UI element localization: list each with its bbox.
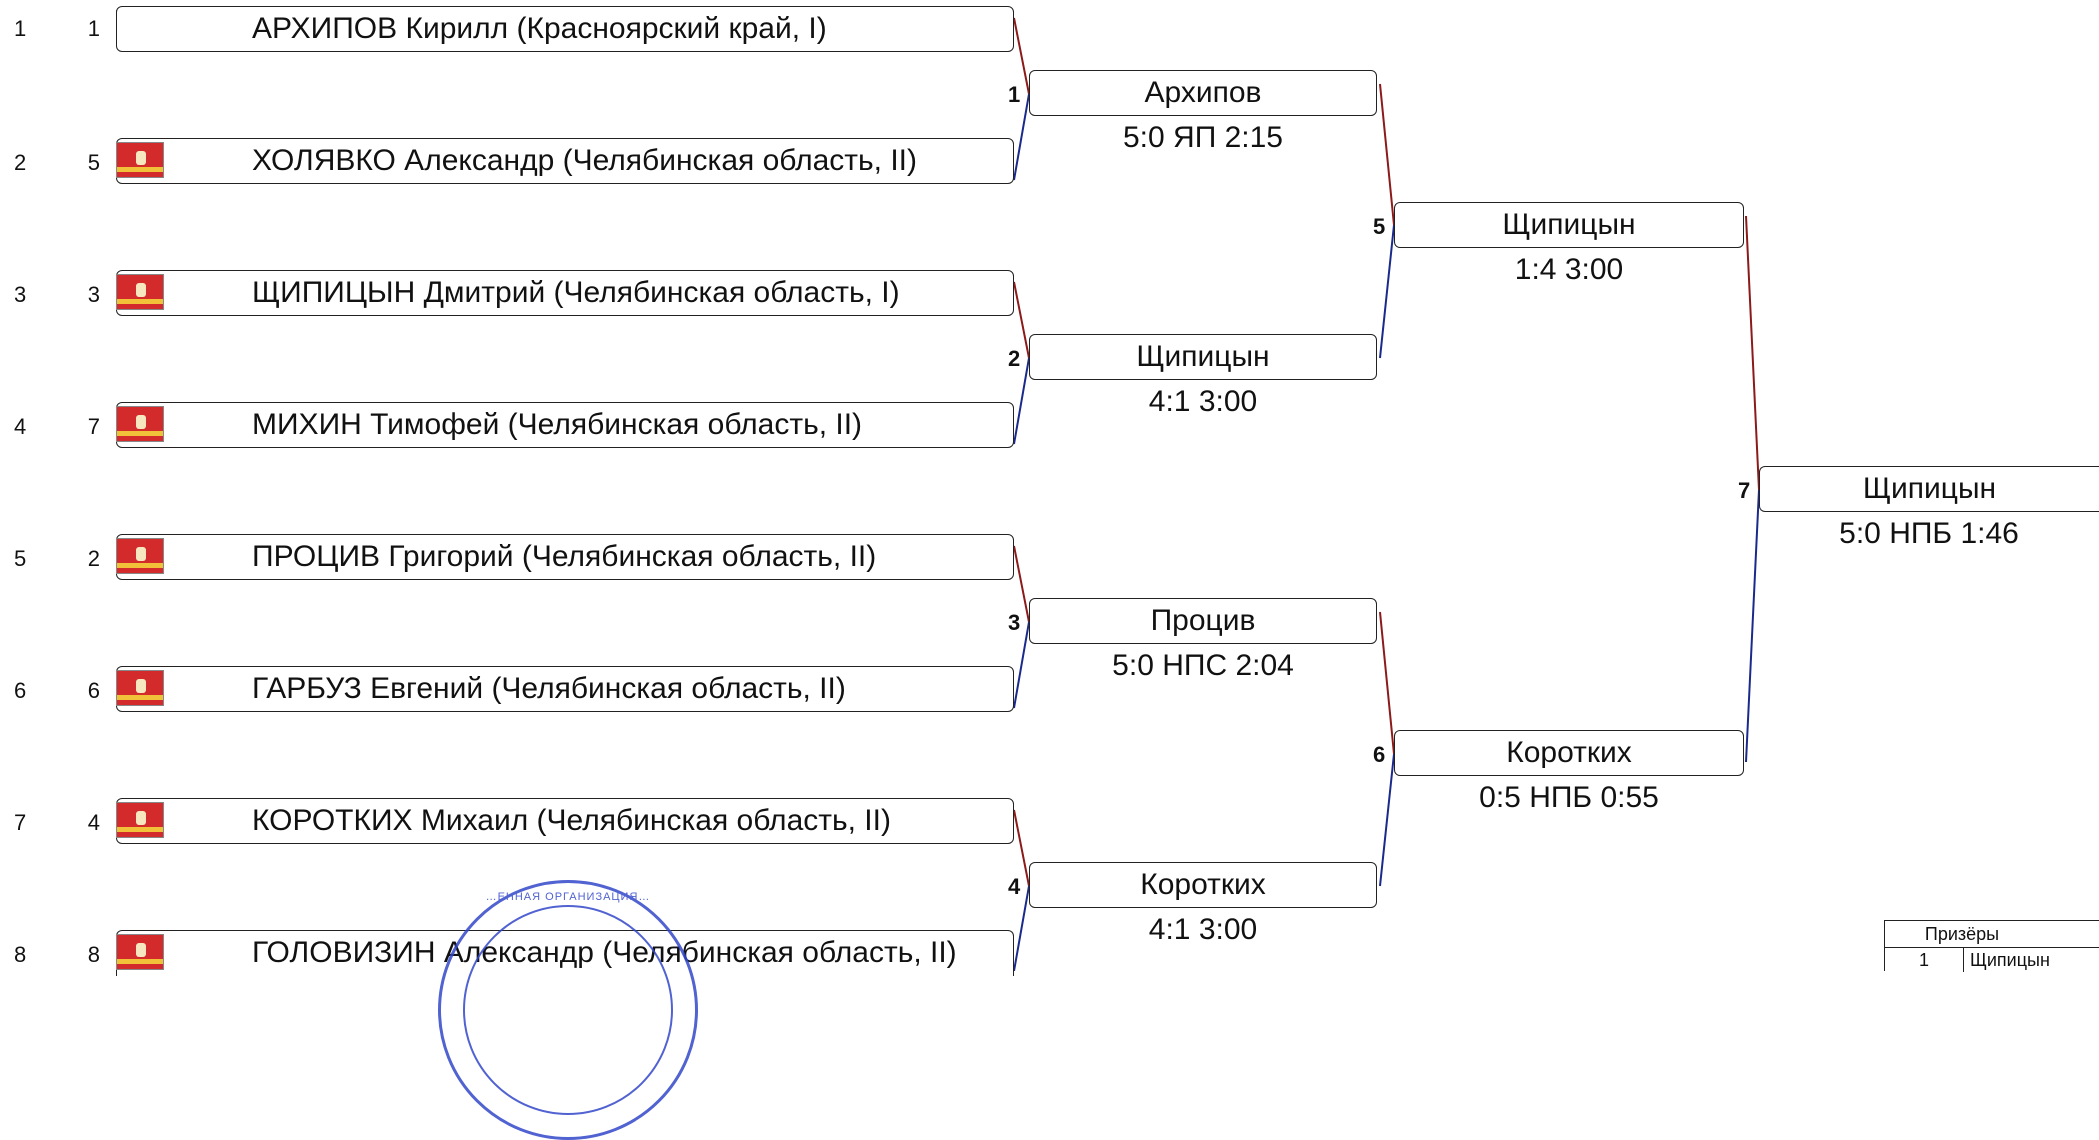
- match-winner-box[interactable]: Коротких: [1394, 730, 1744, 776]
- stamp-text: …ЕННАЯ ОРГАНИЗАЦИЯ…: [485, 891, 651, 903]
- prize-row: 1 Щипицын: [1885, 948, 2099, 972]
- seed-number: 5: [87, 150, 100, 175]
- match-number: 4: [1008, 874, 1021, 899]
- chelyabinsk-flag-icon: [116, 274, 164, 310]
- chelyabinsk-flag-icon: [116, 670, 164, 706]
- seed-number: 8: [87, 942, 100, 967]
- match-score: 0:5 НПБ 0:55: [1479, 781, 1659, 814]
- match-number: 1: [1008, 82, 1021, 107]
- official-seal-stamp: …ЕННАЯ ОРГАНИЗАЦИЯ…: [438, 880, 698, 1140]
- match-winner-box[interactable]: Щипицын: [1029, 334, 1377, 380]
- match-number: 2: [1008, 346, 1021, 371]
- player-box[interactable]: ЩИПИЦЫН Дмитрий (Челябинская область, I): [116, 270, 1014, 316]
- player-box[interactable]: ПРОЦИВ Григорий (Челябинская область, II…: [116, 534, 1014, 580]
- match-score: 5:0 НПС 2:04: [1112, 649, 1294, 682]
- draw-position: 7: [14, 810, 27, 835]
- prize-place: 1: [1885, 948, 1964, 972]
- seed-number: 7: [87, 414, 100, 439]
- chelyabinsk-flag-icon: [116, 538, 164, 574]
- draw-position: 6: [14, 678, 27, 703]
- match-score: 4:1 3:00: [1148, 385, 1258, 418]
- player-name: ГАРБУЗ Евгений (Челябинская область, II): [252, 672, 846, 705]
- player-name: ПРОЦИВ Григорий (Челябинская область, II…: [252, 540, 877, 573]
- seed-number: 4: [87, 810, 100, 835]
- match-number: 5: [1373, 214, 1386, 239]
- prize-table-header: Призёры: [1885, 921, 2099, 948]
- player-name: МИХИН Тимофей (Челябинская область, II): [252, 408, 863, 441]
- player-name: ХОЛЯВКО Александр (Челябинская область, …: [252, 144, 918, 177]
- player-box[interactable]: КОРОТКИХ Михаил (Челябинская область, II…: [116, 798, 1014, 844]
- match-winner-box[interactable]: Коротких: [1029, 862, 1377, 908]
- seed-number: 3: [87, 282, 100, 307]
- player-box[interactable]: МИХИН Тимофей (Челябинская область, II): [116, 402, 1014, 448]
- player-box[interactable]: ХОЛЯВКО Александр (Челябинская область, …: [116, 138, 1014, 184]
- seed-number: 1: [87, 16, 100, 41]
- player-box[interactable]: АРХИПОВ Кирилл (Красноярский край, I): [116, 6, 1014, 52]
- match-winner-box[interactable]: Щипицын: [1394, 202, 1744, 248]
- player-box[interactable]: ГАРБУЗ Евгений (Челябинская область, II): [116, 666, 1014, 712]
- draw-position: 2: [14, 150, 27, 175]
- match-winner-box[interactable]: Архипов: [1029, 70, 1377, 116]
- chelyabinsk-flag-icon: [116, 934, 164, 970]
- draw-position: 1: [14, 16, 27, 41]
- draw-position: 4: [14, 414, 27, 439]
- draw-position: 3: [14, 282, 27, 307]
- player-name: КОРОТКИХ Михаил (Челябинская область, II…: [252, 804, 891, 837]
- seed-number: 6: [87, 678, 100, 703]
- match-number: 7: [1738, 478, 1751, 503]
- seed-number: 2: [87, 546, 100, 571]
- draw-position: 5: [14, 546, 27, 571]
- match-winner-box[interactable]: Процив: [1029, 598, 1377, 644]
- prize-table: Призёры 1 Щипицын: [1884, 920, 2099, 972]
- match-score: 1:4 3:00: [1514, 253, 1624, 286]
- prize-winner: Щипицын: [1970, 950, 2050, 970]
- match-number: 3: [1008, 610, 1021, 635]
- final-winner-box[interactable]: Щипицын: [1759, 466, 2099, 512]
- draw-position: 8: [14, 942, 27, 967]
- chelyabinsk-flag-icon: [116, 406, 164, 442]
- match-score: 4:1 3:00: [1148, 913, 1258, 946]
- chelyabinsk-flag-icon: [116, 142, 164, 178]
- match-number: 6: [1373, 742, 1386, 767]
- match-score: 5:0 ЯП 2:15: [1123, 121, 1283, 154]
- player-name: АРХИПОВ Кирилл (Красноярский край, I): [252, 12, 827, 45]
- chelyabinsk-flag-icon: [116, 802, 164, 838]
- player-name: ЩИПИЦЫН Дмитрий (Челябинская область, I): [252, 276, 900, 309]
- match-score: 5:0 НПБ 1:46: [1839, 517, 2019, 550]
- bracket-lines: [1013, 17, 1760, 971]
